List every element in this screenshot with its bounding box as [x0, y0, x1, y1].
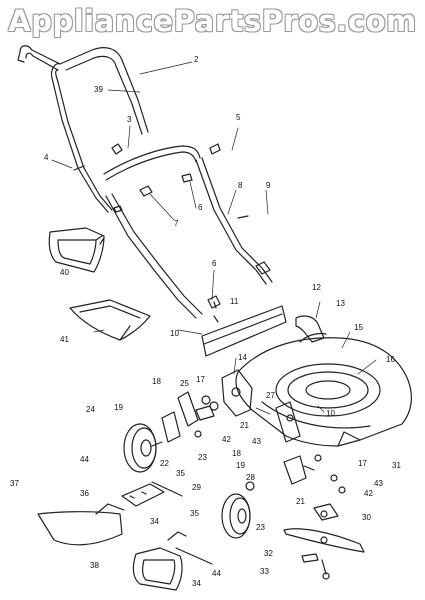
callout-label: 14 [238, 353, 247, 362]
callout-label: 35 [176, 469, 185, 478]
callout-label: 40 [60, 268, 69, 277]
callout-label: 3 [127, 115, 132, 124]
callout-label: 12 [312, 283, 321, 292]
callout-label: 18 [152, 377, 161, 386]
callout-label: 42 [222, 435, 231, 444]
rear-bag-frame [132, 547, 183, 591]
callout-label: 5 [236, 113, 241, 122]
callout-label: 34 [192, 579, 201, 588]
callout-label: 23 [198, 453, 207, 462]
mower-deck [235, 332, 412, 447]
callout-label: 31 [392, 461, 401, 470]
callout-label: 44 [80, 455, 89, 464]
callout-label: 11 [230, 297, 239, 306]
right-adjuster [275, 401, 301, 443]
rear-wheel [123, 423, 163, 473]
handle-crossbar [103, 145, 201, 181]
callout-label: 15 [354, 323, 363, 332]
lower-handle [105, 157, 273, 319]
handle-knobs [73, 143, 271, 309]
callout-label: 34 [150, 517, 159, 526]
callout-label: 43 [374, 479, 383, 488]
callout-label: 28 [246, 473, 255, 482]
mulch-door [37, 503, 125, 546]
callout-label: 19 [236, 461, 245, 470]
callout-label: 9 [266, 181, 271, 190]
front-axle-bracket [283, 454, 346, 494]
front-wheel [221, 481, 255, 539]
callout-label: 22 [160, 459, 169, 468]
callout-label: 30 [362, 513, 371, 522]
callout-label: 21 [240, 421, 249, 430]
callout-label: 42 [364, 489, 373, 498]
callout-label: 8 [238, 181, 243, 190]
watermark: AppliancePartsPros.com [8, 4, 417, 38]
callout-label: 6 [198, 203, 203, 212]
side-chute [69, 299, 151, 341]
callout-label: 21 [296, 497, 305, 506]
callout-label: 39 [94, 85, 103, 94]
callout-label: 10 [170, 329, 179, 338]
rear-axle-assembly [161, 391, 219, 443]
callout-label: 37 [10, 479, 19, 488]
blade-bolt [301, 553, 330, 580]
upper-handle [17, 45, 149, 213]
mulch-bracket [121, 483, 165, 507]
callout-label: 36 [80, 489, 89, 498]
callout-label: 27 [266, 391, 275, 400]
blade-adapter [313, 503, 339, 521]
callout-label: 18 [232, 449, 241, 458]
callout-label: 6 [212, 259, 217, 268]
leader-lines [51, 61, 377, 415]
mower-blade [283, 528, 365, 553]
callout-label: 43 [252, 437, 261, 446]
callout-label: 35 [190, 509, 199, 518]
callout-label: 24 [86, 405, 95, 414]
callout-label: 25 [180, 379, 189, 388]
axle-rods [151, 481, 213, 565]
callout-label: 33 [260, 567, 269, 576]
callout-label: 38 [90, 561, 99, 570]
callout-label: 17 [196, 375, 205, 384]
callout-label: 23 [256, 523, 265, 532]
hinge-bracket [295, 315, 325, 343]
callout-label: 32 [264, 549, 273, 558]
callout-label: 44 [212, 569, 221, 578]
callout-label: 29 [192, 483, 201, 492]
callout-label: 16 [386, 355, 395, 364]
callout-label: 19 [114, 403, 123, 412]
height-adjuster-front [221, 369, 253, 417]
rear-door [201, 301, 287, 357]
rear-flap-part [48, 227, 105, 273]
callout-label: 13 [336, 299, 345, 308]
callout-label: 2 [194, 55, 199, 64]
callout-label: 17 [358, 459, 367, 468]
callout-label: 41 [60, 335, 69, 344]
callout-label: 4 [44, 153, 49, 162]
callout-label: 7 [174, 219, 179, 228]
callout-label: 10 [326, 409, 335, 418]
